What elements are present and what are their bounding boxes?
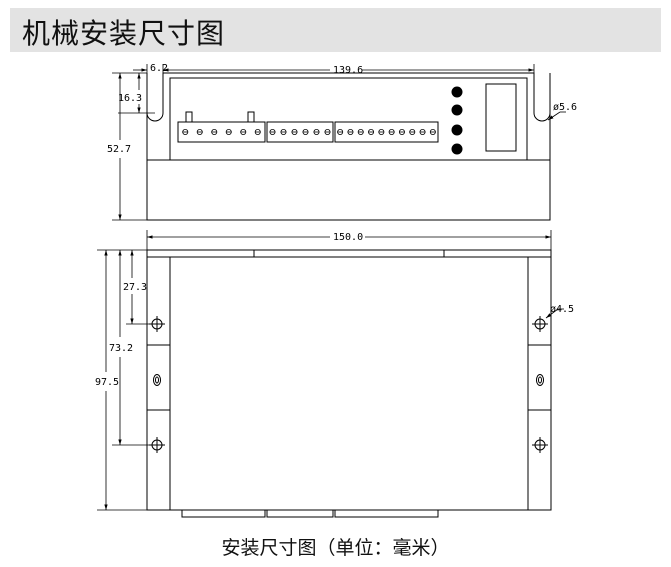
- terminal-block-3: [334, 121, 439, 143]
- dim-height-top: 52.7: [107, 144, 131, 155]
- mounting-hole: [532, 316, 548, 332]
- dim-height-bottom: 97.5: [95, 377, 119, 388]
- bottom-view-dimensions: [97, 230, 564, 511]
- connector-tab: [247, 111, 255, 123]
- dim-width-top: 139.6: [333, 65, 363, 76]
- bottom-connector-2: [266, 509, 334, 518]
- led-indicator: [451, 86, 463, 98]
- terminal-screws: [182, 128, 436, 135]
- display-window: [485, 83, 517, 152]
- bottom-connector-1: [181, 509, 266, 518]
- side-slot: [153, 374, 161, 386]
- bottom-view: [146, 249, 552, 518]
- bottom-view-outline: [146, 249, 552, 511]
- mounting-hole: [532, 437, 548, 453]
- dim-hole-dia-top: ø5.6: [553, 102, 577, 113]
- led-indicator: [451, 124, 463, 136]
- dim-offset: 6.2: [150, 63, 168, 74]
- top-view-outline: [146, 72, 551, 161]
- terminal-block-2: [266, 121, 334, 143]
- dim-width-bottom: 150.0: [333, 232, 363, 243]
- led-indicator: [451, 104, 463, 116]
- top-view-dim-labels: 6.2 139.6 16.3 52.7 ø5.6: [107, 63, 577, 155]
- drawing-caption: 安装尺寸图（单位：毫米）: [221, 537, 450, 559]
- dim-hole-height: 16.3: [118, 93, 142, 104]
- bottom-view-dim-labels: 150.0 27.3 73.2 97.5 ø4.5: [95, 232, 574, 388]
- dim-first-hole: 27.3: [123, 282, 147, 293]
- top-view: [146, 72, 551, 221]
- led-indicator: [451, 143, 463, 155]
- terminal-block-1: [177, 121, 266, 143]
- dim-hole-span: 73.2: [109, 343, 133, 354]
- top-view-dimensions: [112, 64, 566, 221]
- header-bar: 机械安装尺寸图: [10, 8, 661, 52]
- top-view-base: [146, 159, 551, 221]
- connector-tab: [185, 111, 193, 123]
- bottom-connector-3: [334, 509, 439, 518]
- page-title: 机械安装尺寸图: [22, 17, 226, 50]
- top-view-panel: [169, 77, 528, 161]
- side-slot: [536, 374, 544, 386]
- dim-hole-dia-bottom: ø4.5: [550, 304, 574, 315]
